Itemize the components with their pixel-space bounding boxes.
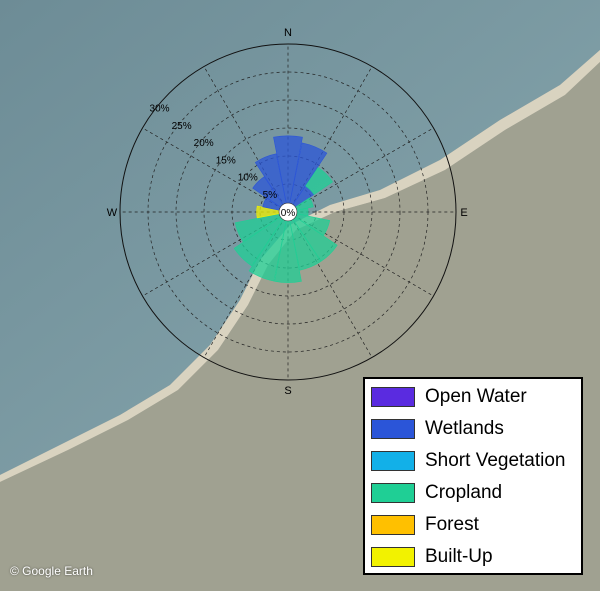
compass-label: E [460, 207, 467, 219]
compass-label: W [107, 207, 118, 219]
grid-ring [147, 71, 429, 353]
grid-ring [175, 99, 401, 325]
radial-tick-label: 0% [281, 208, 296, 219]
legend-label: Short Vegetation [425, 450, 566, 471]
radial-tick-label: 25% [172, 121, 192, 132]
chart-layer: 0%5% 10%15%20%25%30% N E S W [107, 27, 468, 397]
compass-label: N [284, 27, 292, 39]
legend-swatch [371, 387, 415, 407]
legend-label: Built-Up [425, 546, 493, 567]
legend-label: Cropland [425, 482, 503, 503]
legend-swatch [371, 451, 415, 471]
petal-cropland [305, 167, 333, 195]
legend-label: Open Water [425, 386, 527, 407]
grid-ring [203, 127, 373, 297]
radial-tick-label: 30% [150, 104, 170, 115]
outer-ring [119, 43, 457, 381]
radial-tick-label: 10% [238, 173, 258, 184]
grid-spoke [298, 127, 434, 207]
legend: Open Water Wetlands Short Vegetation Cro… [363, 377, 583, 575]
legend-swatch [371, 419, 415, 439]
radial-tick-label: 20% [194, 138, 214, 149]
attribution-text: © Google Earth [10, 564, 93, 578]
center-circle [278, 202, 298, 222]
legend-label: Forest [425, 514, 479, 535]
compass-label: S [284, 385, 291, 397]
legend-label: Wetlands [425, 418, 504, 439]
radial-tick-label: 15% [216, 155, 236, 166]
legend-swatch [371, 547, 415, 567]
grid-ring [231, 155, 345, 269]
grid-spoke [142, 127, 278, 207]
legend-swatch [371, 515, 415, 535]
legend-swatch [371, 483, 415, 503]
radial-tick-label: 5% [263, 190, 278, 201]
